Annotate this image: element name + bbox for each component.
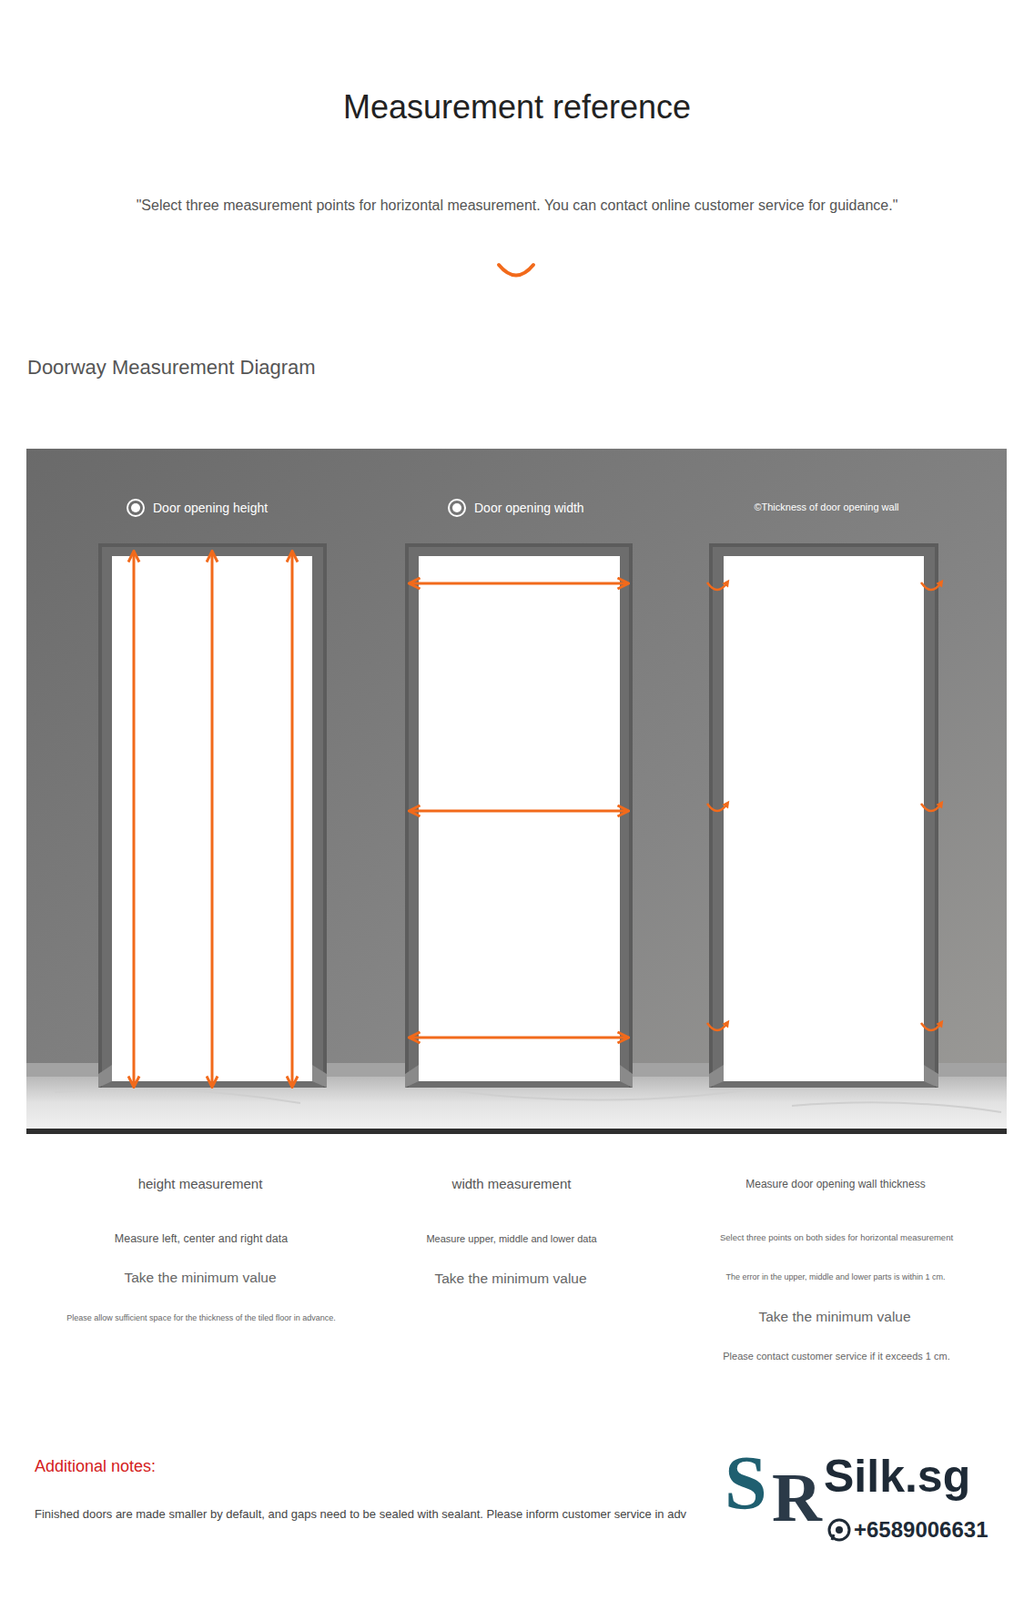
door-frame [98, 543, 327, 1088]
page-title: Measurement reference [343, 87, 691, 127]
notes-heading: Additional notes: [34, 1457, 156, 1478]
panel-label: ©Thickness of door opening wall [753, 501, 899, 514]
column-note: Please contact customer service if it ex… [722, 1350, 950, 1363]
section-heading: Doorway Measurement Diagram [27, 355, 316, 380]
wall-panel [26, 448, 1007, 1135]
watermark-text: Silk.sg [823, 1449, 971, 1504]
column-rule: Take the minimum value [434, 1270, 587, 1288]
column-rule: Take the minimum value [758, 1308, 911, 1327]
thickness-marks [707, 582, 942, 1031]
watermark-logo: R [771, 1456, 822, 1540]
column-note: The error in the upper, middle and lower… [725, 1272, 945, 1283]
column-rule: Take the minimum value [123, 1269, 276, 1288]
intro-note: "Select three measurement points for hor… [136, 196, 899, 214]
column-heading: width measurement [452, 1175, 572, 1193]
column-heading: height measurement [138, 1175, 264, 1193]
height-arrows [133, 552, 293, 1086]
notes-text: Finished doors are made smaller by defau… [34, 1507, 687, 1522]
watermark-phone: +6589006631 [853, 1517, 989, 1544]
door-frame [709, 543, 939, 1088]
decor-arc [498, 264, 534, 276]
column-note: Please allow sufficient space for the th… [66, 1313, 336, 1324]
width-arrows [410, 583, 628, 1038]
watermark-logo: S [724, 1438, 768, 1531]
column-note: Select three points on both sides for ho… [719, 1232, 953, 1243]
radio-icon [127, 499, 466, 517]
column-heading: Measure door opening wall thickness [745, 1177, 925, 1191]
column-note: Measure left, center and right data [114, 1232, 288, 1247]
panel-label: Door opening width [474, 500, 585, 517]
door-frame [405, 543, 633, 1088]
whatsapp-icon [829, 1520, 850, 1541]
column-note: Measure upper, middle and lower data [425, 1233, 597, 1246]
panel-label: Door opening height [152, 500, 268, 517]
